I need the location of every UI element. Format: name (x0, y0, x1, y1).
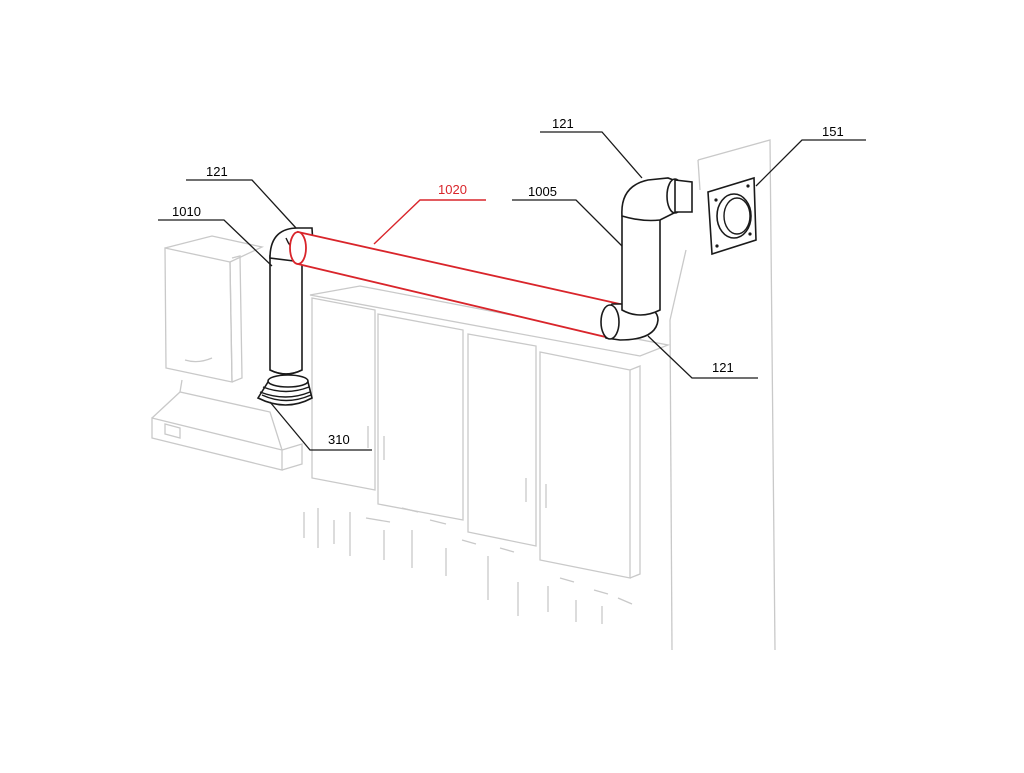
leader-lines (158, 131, 866, 451)
label-pipe-horizontal: 1020 (438, 182, 467, 197)
label-hose-vertical-left: 1010 (172, 204, 201, 219)
leader-hose-vertical-left (158, 219, 273, 267)
label-elbow-bottom-right: 121 (712, 360, 734, 375)
leader-wall-plate (755, 139, 866, 187)
leader-pipe-vertical-right (512, 199, 623, 247)
upper-cabinet (164, 235, 265, 383)
label-elbow-top-right: 121 (552, 116, 574, 131)
leader-elbow-top-right (540, 131, 643, 179)
leader-elbow-top-left (186, 179, 297, 229)
floor-items (303, 507, 633, 624)
leader-elbow-bottom-right (647, 335, 758, 379)
collector-cone (256, 374, 313, 406)
range-hood (151, 379, 303, 471)
leader-collector-cone (269, 401, 372, 451)
right-vertical-pipe (621, 215, 661, 316)
label-collector-cone: 310 (328, 432, 350, 447)
left-vertical-hose (269, 255, 303, 375)
callout-labels: 121 1010 1020 121 1005 151 121 310 (172, 116, 844, 447)
leader-pipe-horizontal (373, 199, 486, 245)
label-elbow-top-left: 121 (206, 164, 228, 179)
wall-panel (669, 139, 776, 651)
label-wall-plate: 151 (822, 124, 844, 139)
base-cabinets (309, 285, 671, 579)
wall-plate (707, 176, 757, 256)
label-pipe-vertical-right: 1005 (528, 184, 557, 199)
right-top-elbow (621, 177, 693, 222)
